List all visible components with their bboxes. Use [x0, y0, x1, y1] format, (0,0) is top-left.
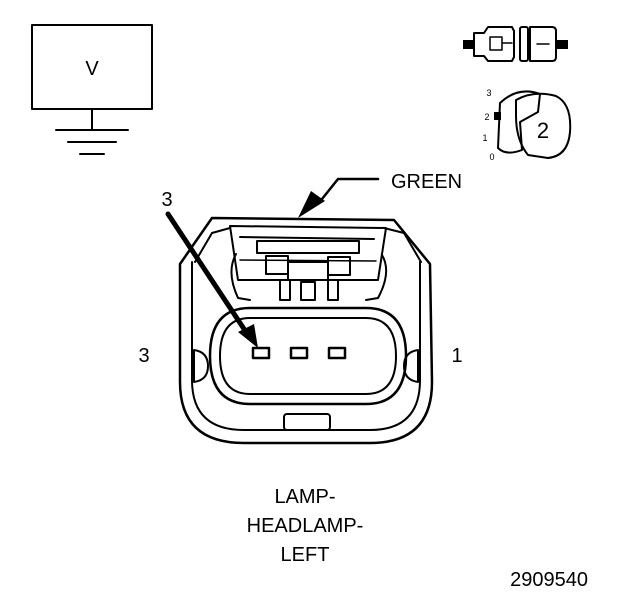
wire-color-label: GREEN — [391, 171, 462, 193]
pin-cavity-3 — [251, 346, 271, 360]
voltmeter-symbol: V — [31, 24, 153, 155]
figure-id: 2909540 — [510, 569, 588, 591]
connector-mating-icon — [463, 26, 568, 62]
connector-name-line-1: LAMP- — [274, 486, 335, 508]
position-value: 2 — [537, 118, 549, 143]
pointer-label: 3 — [161, 189, 172, 211]
connector-face — [178, 216, 434, 445]
voltmeter-label: V — [85, 58, 99, 80]
pin-cavities — [251, 346, 347, 360]
position-scale-0: 0 — [489, 152, 494, 162]
pin-pointer: 3 — [161, 189, 258, 348]
connector-latch — [229, 225, 388, 301]
connector-name: LAMP- HEADLAMP- LEFT — [247, 486, 364, 566]
position-scale-1: 1 — [482, 133, 487, 143]
wire-color-callout: GREEN — [298, 171, 462, 218]
position-scale-3: 3 — [486, 88, 491, 98]
ground-icon — [55, 108, 129, 155]
pin-label-right: 1 — [451, 345, 462, 367]
connector-name-line-3: LEFT — [281, 544, 330, 566]
pin-cavity-1 — [327, 346, 347, 360]
position-scale-2: 2 — [484, 112, 489, 122]
position-indicator-icon: 3 2 1 0 2 — [482, 88, 572, 162]
pointer-arrow-icon — [238, 324, 258, 348]
pin-label-left: 3 — [138, 345, 149, 367]
pin-cavity-2 — [289, 346, 309, 360]
connector-name-line-2: HEADLAMP- — [247, 515, 364, 537]
arrow-head-icon — [298, 191, 325, 218]
